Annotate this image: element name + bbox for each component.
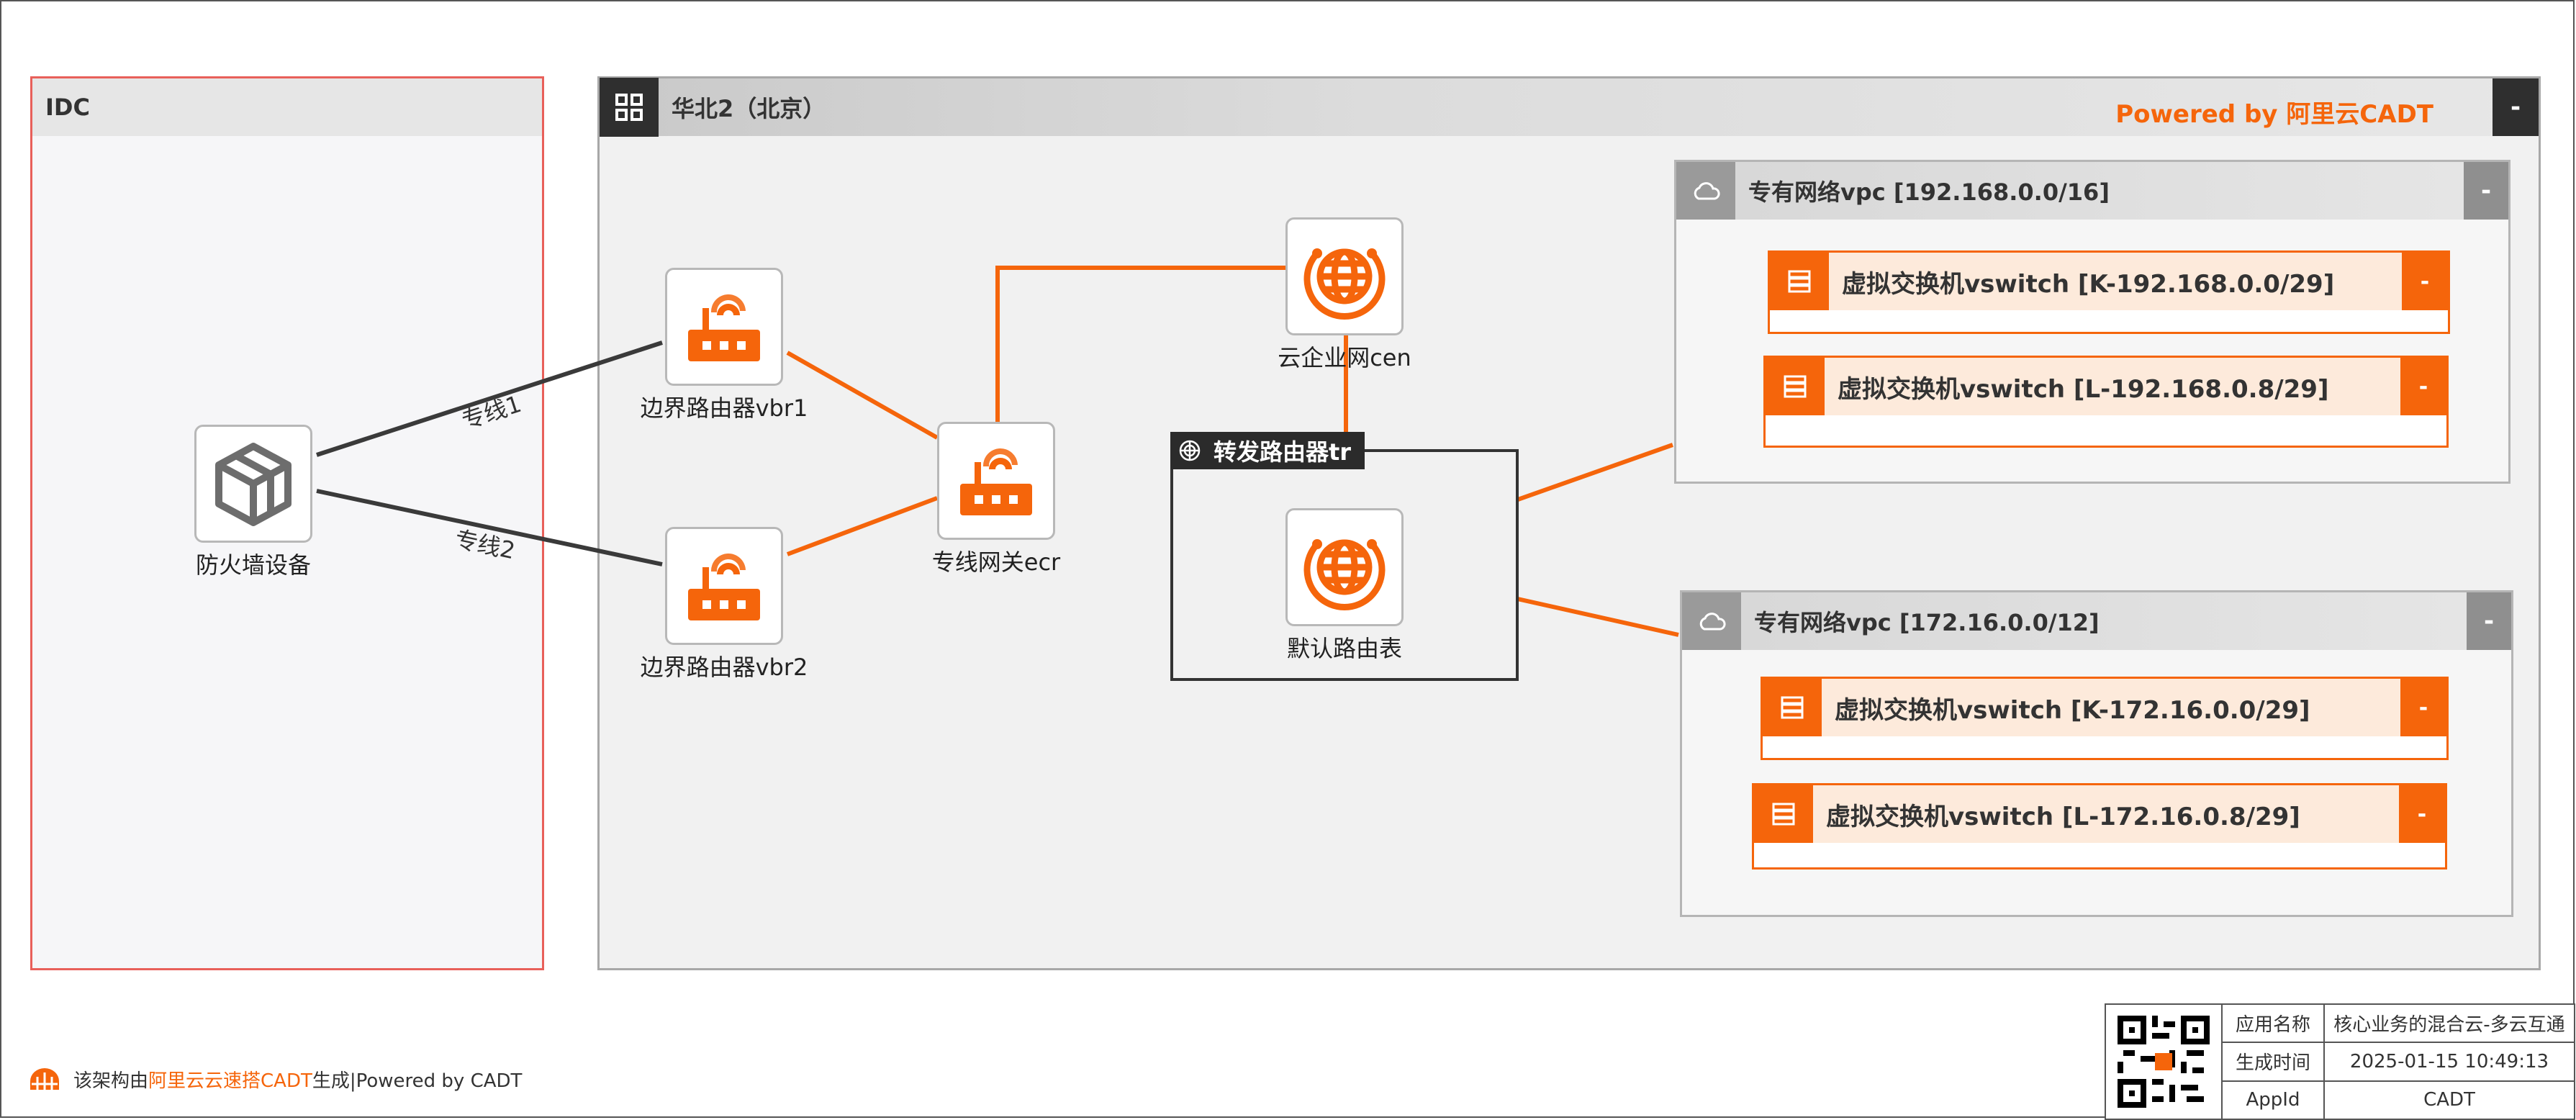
route-table-node[interactable]: 默认路由表 — [1285, 508, 1404, 662]
switch-icon — [1754, 785, 1813, 843]
vbr1-node[interactable]: 边界路由器vbr1 — [641, 268, 808, 422]
globe-icon — [1285, 508, 1404, 626]
region-collapse-button[interactable]: - — [2493, 78, 2539, 136]
cloud-icon — [1676, 162, 1735, 220]
vswitch-collapse-button[interactable]: - — [2400, 358, 2446, 415]
vswitch-header: 虚拟交换机vswitch [K-192.168.0.0/29] - — [1770, 253, 2448, 310]
vpc-header: 专有网络vpc [192.168.0.0/16] - — [1676, 162, 2508, 220]
footer-prefix: 该架构由 — [73, 1070, 149, 1092]
vswitch-box: 虚拟交换机vswitch [K-172.16.0.0/29] - — [1761, 677, 2449, 760]
info-label: 应用名称 — [2223, 1005, 2325, 1042]
router-icon — [937, 422, 1055, 540]
ecr-node[interactable]: 专线网关ecr — [932, 422, 1060, 576]
route-table-label: 默认路由表 — [1286, 635, 1402, 662]
router-icon — [665, 268, 783, 386]
table-row: AppId CADT — [2223, 1081, 2574, 1119]
footer-credit: 该架构由 阿里云云速搭CADT 生成|Powered by CADT — [27, 1062, 522, 1096]
info-table: 应用名称 核心业务的混合云-多云互通 生成时间 2025-01-15 10:49… — [2105, 1003, 2575, 1120]
idc-title: IDC — [45, 94, 90, 121]
vpc-header: 专有网络vpc [172.16.0.0/12] - — [1682, 592, 2511, 650]
powered-by-label: Powered by 阿里云CADT — [2115, 100, 2433, 129]
firewall-node[interactable]: 防火墙设备 — [194, 425, 312, 579]
footer-brand-link[interactable]: 阿里云云速搭CADT — [148, 1070, 312, 1092]
ecr-label: 专线网关ecr — [931, 548, 1061, 576]
vswitch-box: 虚拟交换机vswitch [L-192.168.0.8/29] - — [1763, 356, 2449, 448]
region-header: 华北2（北京） Powered by 阿里云CADT - — [600, 78, 2539, 137]
idc-header: IDC — [32, 78, 542, 136]
cube-icon — [194, 425, 312, 543]
vbr1-label: 边界路由器vbr1 — [640, 394, 808, 422]
vswitch-title: 虚拟交换机vswitch [K-192.168.0.0/29] — [1842, 269, 2335, 299]
tr-header: 转发路由器tr — [1170, 432, 1365, 469]
info-table-rows: 应用名称 核心业务的混合云-多云互通 生成时间 2025-01-15 10:49… — [2223, 1005, 2574, 1119]
vswitch-title: 虚拟交换机vswitch [K-172.16.0.0/29] — [1835, 695, 2310, 725]
qr-code-icon — [2106, 1005, 2223, 1119]
cadt-logo-icon — [27, 1065, 62, 1093]
region-title: 华北2（北京） — [672, 95, 826, 122]
tr-icon — [1178, 438, 1202, 463]
cloud-icon — [1682, 592, 1741, 650]
vswitch-header: 虚拟交换机vswitch [L-172.16.0.8/29] - — [1754, 785, 2445, 843]
globe-icon — [1285, 217, 1404, 335]
table-row: 生成时间 2025-01-15 10:49:13 — [2223, 1043, 2574, 1082]
vswitch-collapse-button[interactable]: - — [2402, 253, 2448, 310]
tr-title: 转发路由器tr — [1214, 438, 1352, 466]
cen-label: 云企业网cen — [1278, 344, 1411, 371]
info-value: 核心业务的混合云-多云互通 — [2333, 1014, 2565, 1037]
info-value: CADT — [2423, 1089, 2475, 1111]
vpc-collapse-button[interactable]: - — [2467, 592, 2511, 650]
footer-suffix: 生成|Powered by CADT — [312, 1070, 523, 1092]
info-label: AppId — [2223, 1081, 2325, 1119]
vpc-title: 专有网络vpc [192.168.0.0/16] — [1748, 179, 2110, 206]
vswitch-header: 虚拟交换机vswitch [K-172.16.0.0/29] - — [1763, 679, 2446, 736]
switch-icon — [1763, 679, 1822, 736]
vswitch-box: 虚拟交换机vswitch [L-172.16.0.8/29] - — [1752, 783, 2447, 870]
router-icon — [665, 527, 783, 645]
info-label: 生成时间 — [2223, 1043, 2325, 1080]
vbr2-label: 边界路由器vbr2 — [640, 654, 808, 681]
vpc-title: 专有网络vpc [172.16.0.0/12] — [1754, 609, 2100, 636]
vswitch-title: 虚拟交换机vswitch [L-192.168.0.8/29] — [1838, 374, 2329, 404]
vswitch-box: 虚拟交换机vswitch [K-192.168.0.0/29] - — [1768, 250, 2450, 334]
firewall-label: 防火墙设备 — [195, 551, 311, 579]
grid-icon — [600, 78, 659, 137]
vswitch-collapse-button[interactable]: - — [2400, 679, 2446, 736]
switch-icon — [1766, 358, 1825, 415]
vswitch-title: 虚拟交换机vswitch [L-172.16.0.8/29] — [1826, 802, 2300, 831]
vbr2-node[interactable]: 边界路由器vbr2 — [641, 527, 808, 681]
table-row: 应用名称 核心业务的混合云-多云互通 — [2223, 1005, 2574, 1044]
info-value: 2025-01-15 10:49:13 — [2349, 1050, 2549, 1072]
vpc-collapse-button[interactable]: - — [2464, 162, 2508, 220]
vswitch-collapse-button[interactable]: - — [2399, 785, 2445, 843]
cen-node[interactable]: 云企业网cen — [1278, 217, 1411, 371]
vswitch-header: 虚拟交换机vswitch [L-192.168.0.8/29] - — [1766, 358, 2446, 415]
switch-icon — [1770, 253, 1829, 310]
